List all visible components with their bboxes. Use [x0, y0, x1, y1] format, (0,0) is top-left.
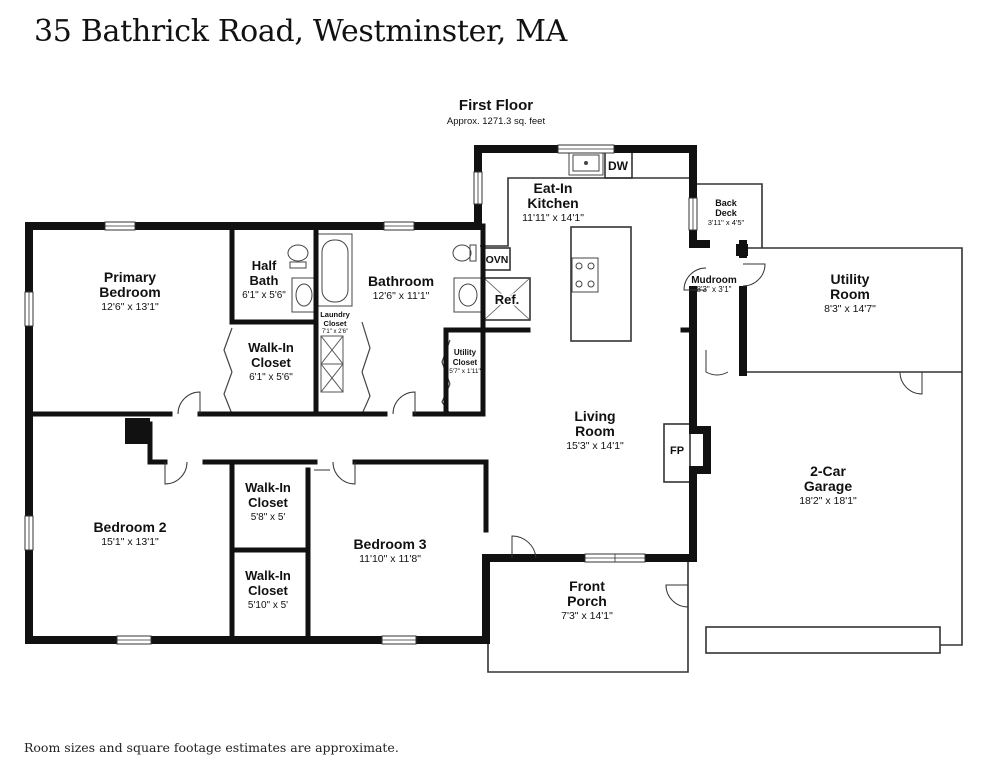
room-name-line: Front	[569, 578, 605, 594]
room-name-line: Closet	[248, 495, 288, 510]
dishwasher-label: DW	[608, 159, 629, 173]
room-name-line: Utility	[831, 271, 870, 287]
room-dims: 3'11" x 4'5"	[708, 218, 745, 227]
floor-area: Approx. 1271.3 sq. feet	[447, 116, 546, 127]
oven-label: OVN	[486, 254, 509, 266]
room-name-line: 2-Car	[810, 463, 846, 479]
back-deck-outline	[697, 183, 763, 248]
room-dims: 5'10" x 5'	[248, 600, 288, 611]
room-dims: 18'2" x 18'1"	[799, 495, 857, 507]
room-name-line: Living	[574, 408, 615, 424]
room-name-line: Garage	[804, 478, 852, 494]
room-dims: 7'3" x 14'1"	[561, 610, 613, 622]
room-dims: 6'1" x 5'6"	[242, 290, 286, 301]
fireplace-label: FP	[670, 445, 684, 457]
room-dims: 5'8" x 5'	[251, 512, 286, 523]
garage-door	[705, 626, 941, 654]
room-dims: 5'7" x 1'11"	[449, 368, 481, 375]
fridge-x	[483, 277, 531, 321]
bath-fixtures	[287, 233, 483, 313]
room-name-line: Bedroom 2	[93, 519, 166, 535]
room-dims: 6'1" x 5'6"	[249, 372, 293, 383]
room-name-line: Kitchen	[527, 195, 578, 211]
cooktop	[571, 257, 599, 293]
hvac-chase	[125, 418, 150, 444]
room-name-line: Room	[830, 286, 870, 302]
kitchen-sink	[568, 150, 604, 176]
room-name-line: Primary	[104, 269, 156, 285]
room-name-line: Half	[252, 258, 277, 273]
room-name-line: Mudroom	[691, 275, 737, 286]
interior-walls	[26, 223, 696, 643]
room-name-line: Bedroom	[99, 284, 160, 300]
room-name-line: Porch	[567, 593, 607, 609]
windows	[24, 144, 698, 645]
room-name-line: Walk-In	[245, 480, 291, 495]
kitchen-island	[570, 226, 632, 342]
room-name-line: Back	[715, 198, 738, 208]
room-dims: 12'6" x 11'1"	[373, 290, 430, 302]
room-name-line: Closet	[251, 355, 291, 370]
room-name-line: Laundry	[320, 310, 350, 319]
room-name-line: Walk-In	[248, 340, 294, 355]
room-name-line: Bedroom 3	[353, 536, 426, 552]
room-name-line: Walk-In	[245, 568, 291, 583]
floor-name: First Floor	[459, 97, 533, 114]
room-dims: 15'3" x 14'1"	[566, 440, 624, 452]
room-name-line: Closet	[324, 319, 347, 328]
room-name-line: Utility	[454, 348, 477, 357]
room-name-line: Closet	[453, 358, 478, 367]
room-dims: 11'11" x 14'1"	[522, 212, 584, 224]
garage-outline	[745, 247, 963, 646]
thin-walls	[480, 150, 963, 673]
disclaimer: Room sizes and square footage estimates …	[24, 740, 399, 755]
room-labels: Primary Bedroom 12'6" x 13'1" Half Bath …	[93, 180, 876, 622]
floor-label: First Floor Approx. 1271.3 sq. feet	[447, 97, 546, 127]
room-name-line: Closet	[248, 583, 288, 598]
room-name-line: Deck	[715, 208, 738, 218]
kitchen-cabinets	[480, 177, 690, 247]
room-dims: 8'3" x 14'7"	[824, 303, 876, 315]
page-title: 35 Bathrick Road, Westminster, MA	[34, 14, 568, 49]
room-dims: 7'1" x 2'6"	[322, 329, 348, 335]
refrigerator-label: Ref.	[495, 292, 520, 307]
room-dims: 11'10" x 11'8"	[359, 553, 421, 565]
room-name-line: Bathroom	[368, 273, 434, 289]
room-name-line: Bath	[250, 273, 279, 288]
room-name-line: Room	[575, 423, 615, 439]
fixture-labels: DW OVN Ref. FP	[486, 159, 684, 457]
room-dims: 15'1" x 13'1"	[101, 536, 159, 548]
doors	[164, 263, 923, 608]
room-dims: 8'3" x 3'1"	[697, 285, 732, 294]
window-lines	[28, 148, 694, 641]
fireplace	[663, 423, 691, 483]
room-name-line: Eat-In	[534, 180, 573, 196]
laundry-units	[320, 335, 344, 393]
mudroom-post	[736, 244, 748, 256]
room-dims: 12'6" x 13'1"	[101, 301, 159, 313]
